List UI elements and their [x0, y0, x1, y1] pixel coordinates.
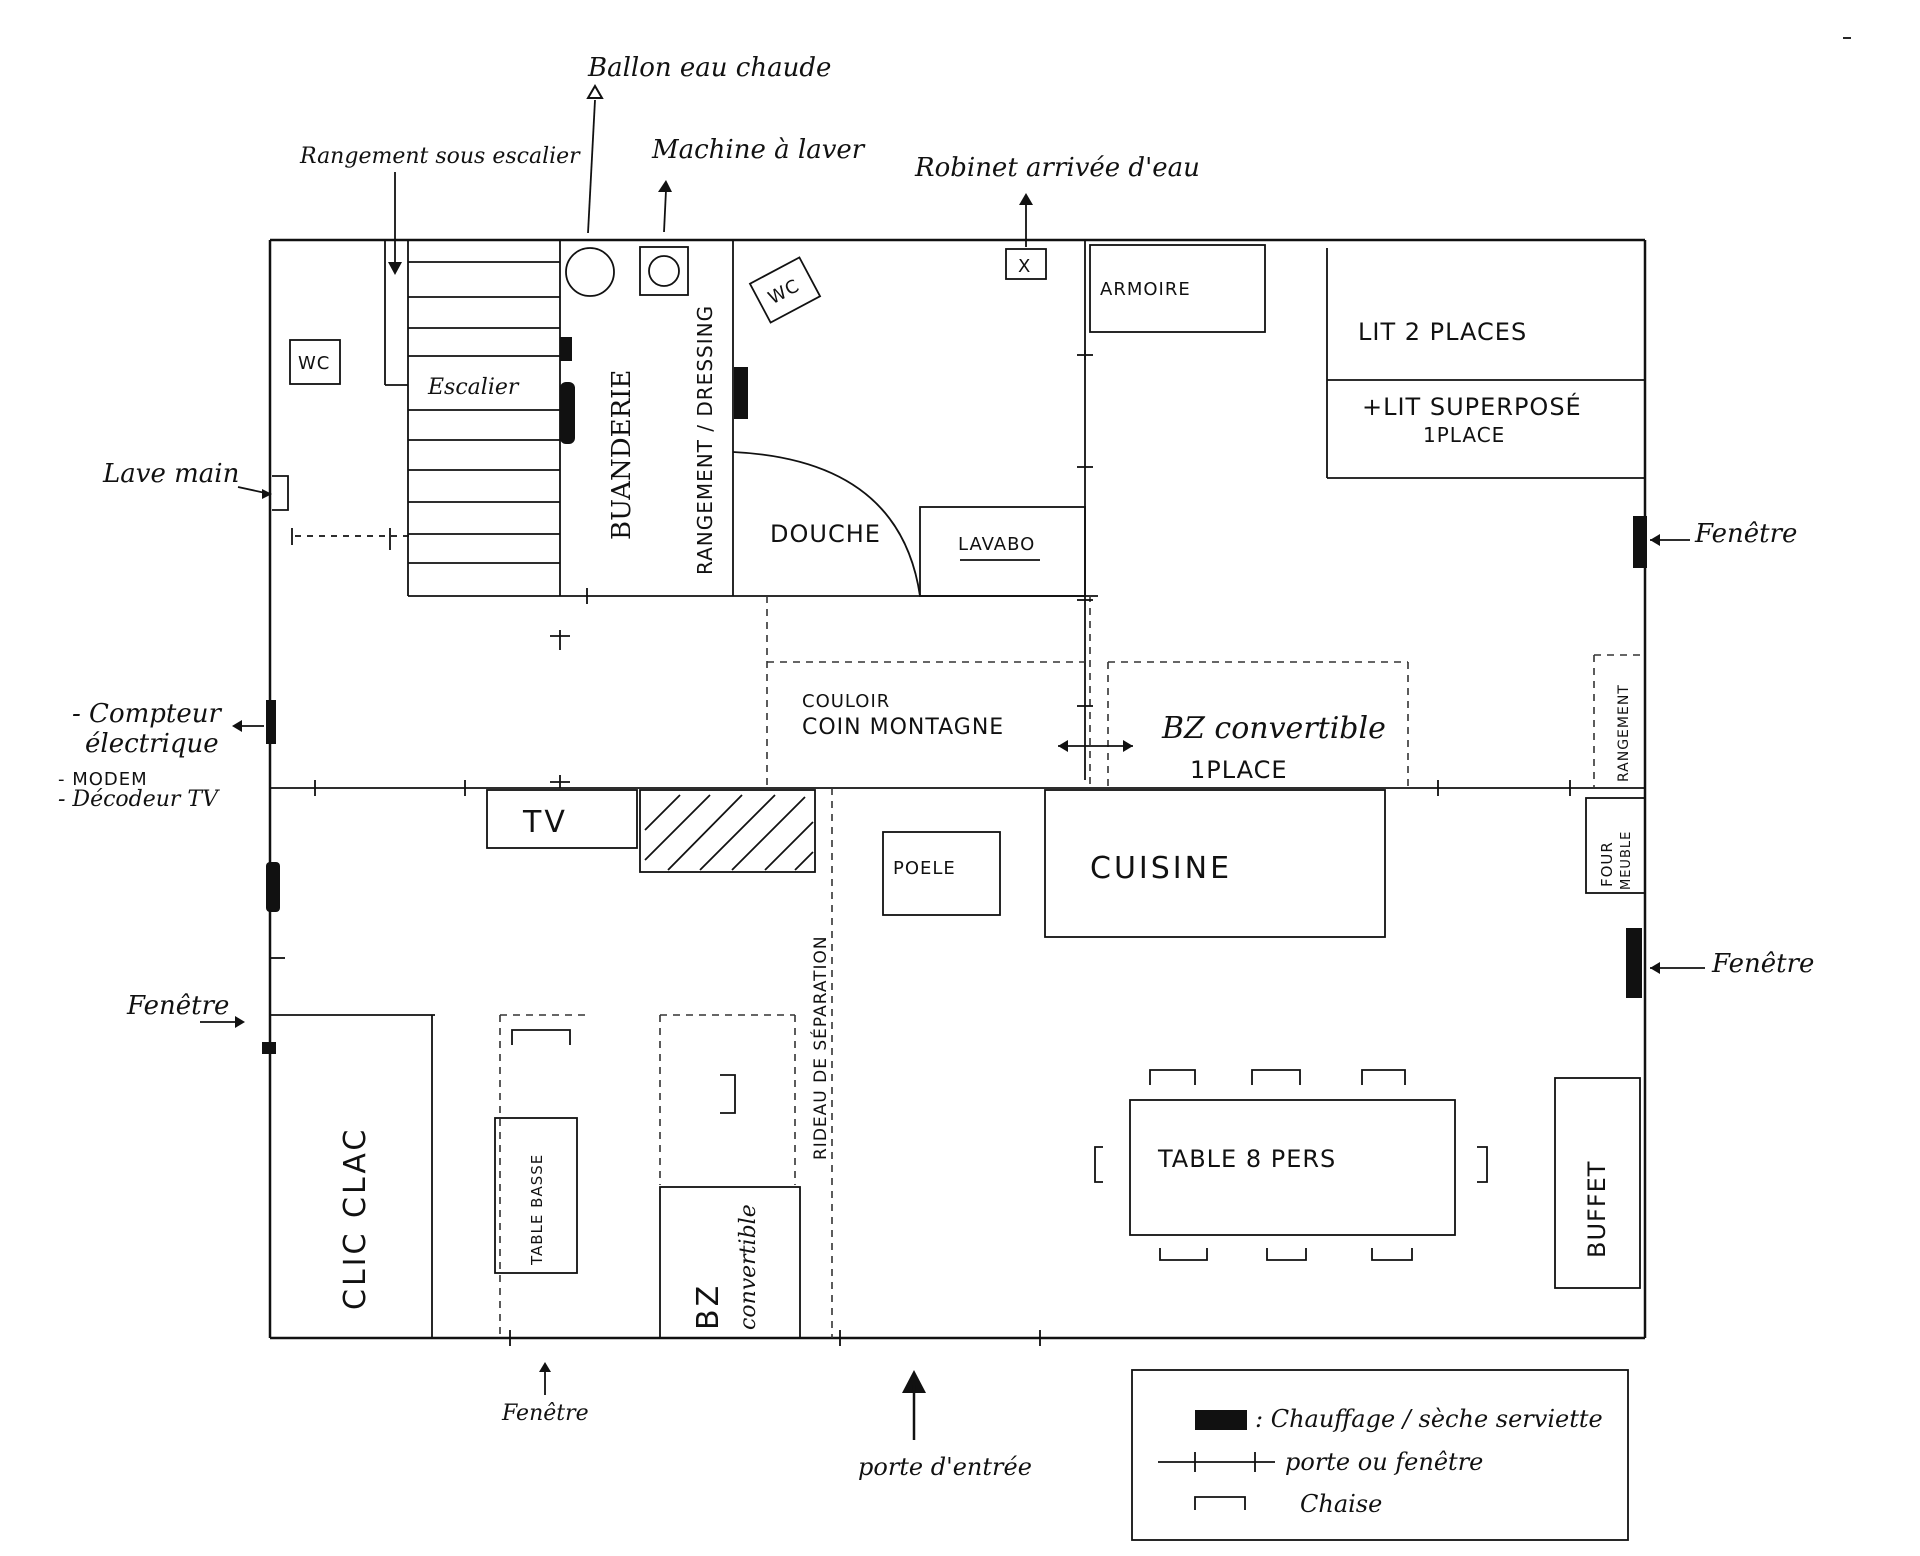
svg-text:BZ: BZ [691, 1283, 726, 1330]
wc-right: WC [748, 256, 822, 324]
wardrobe: ARMOIRE [1089, 244, 1266, 333]
oven-cabinet: FOUR MEUBLE [1585, 797, 1646, 894]
svg-text:- Décodeur TV: - Décodeur TV [58, 787, 220, 812]
lit-sup-label: +LIT SUPERPOSÉ [1362, 392, 1582, 421]
svg-text:X: X [1018, 256, 1031, 277]
legend-door-label: porte ou fenêtre [1285, 1448, 1483, 1476]
buffet: BUFFET [1554, 1077, 1641, 1289]
staircase: Escalier [408, 261, 560, 564]
heater-buanderie-top [560, 337, 572, 361]
coffee-table: TABLE BASSE [494, 1029, 578, 1274]
stove: POELE [882, 831, 1001, 916]
svg-text:ARMOIRE: ARMOIRE [1100, 279, 1191, 300]
entrance-door: porte d'entrée [858, 1370, 1032, 1481]
legend-heat-swatch [1195, 1410, 1247, 1430]
svg-text:porte d'entrée: porte d'entrée [858, 1453, 1032, 1481]
heater-dressing [734, 367, 748, 419]
svg-text:WC: WC [765, 275, 803, 309]
sink: LAVABO [919, 506, 1086, 597]
svg-text:CUISINE: CUISINE [1090, 851, 1232, 886]
legend-chair-swatch [1194, 1496, 1246, 1510]
door-ticks [270, 350, 1571, 1346]
bz-convertible-1place: BZ convertible 1PLACE [1161, 711, 1386, 784]
svg-text:BUFFET: BUFFET [1583, 1161, 1611, 1258]
chair-bz [720, 1074, 736, 1114]
heater-left [266, 862, 280, 912]
svg-text:- MODEM: - MODEM [58, 769, 148, 790]
svg-text:TV: TV [522, 805, 568, 840]
lit2-label: LIT 2 PLACES [1358, 318, 1527, 346]
svg-text:WC: WC [298, 353, 330, 374]
rangement-right-label: RANGEMENT [1616, 684, 1632, 782]
svg-text:Fenêtre: Fenêtre [1694, 519, 1797, 549]
heater-left-bottom [262, 1042, 276, 1054]
svg-text:Fenêtre: Fenêtre [126, 991, 229, 1021]
svg-text:1PLACE: 1PLACE [1190, 756, 1288, 784]
lave-main-label: Lave main [102, 459, 239, 489]
heater-buanderie [560, 382, 575, 444]
hatched-block [639, 789, 816, 873]
lavabo-label: LAVABO [958, 534, 1035, 555]
heaters [262, 337, 1647, 1054]
tv: TV [486, 789, 638, 849]
svg-text:BZ convertible: BZ convertible [1161, 711, 1386, 746]
kitchen: CUISINE [1044, 789, 1386, 938]
lit-sup-label-2: 1PLACE [1423, 423, 1505, 447]
heater-right-mid [1626, 928, 1642, 998]
svg-text:- Compteur: - Compteur [72, 699, 222, 729]
beds: LIT 2 PLACES +LIT SUPERPOSÉ 1PLACE [1326, 248, 1645, 479]
dashed-separations [499, 595, 1645, 1338]
electric-meter: - Compteur électrique - MODEM - Décodeur… [58, 699, 264, 812]
wc-left: WC [289, 339, 341, 385]
rangement-dressing-label: RANGEMENT / DRESSING [693, 305, 717, 575]
svg-text:MEUBLE: MEUBLE [1619, 831, 1634, 890]
arrow-rangement-head [388, 262, 402, 275]
svg-text:TABLE 8 PERS: TABLE 8 PERS [1157, 1145, 1336, 1173]
corridor: COULOIR COIN MONTAGNE [802, 691, 1133, 752]
window-left: Fenêtre [126, 991, 245, 1028]
washing-machine: Machine à laver [639, 135, 866, 296]
heater-compteur [266, 700, 276, 744]
svg-text:COIN MONTAGNE: COIN MONTAGNE [802, 715, 1004, 740]
window-bottom: Fenêtre [501, 1362, 589, 1426]
svg-text:Fenêtre: Fenêtre [1711, 949, 1814, 979]
water-heater: Ballon eau chaude [565, 53, 831, 297]
legend-heat-label: : Chauffage / sèche serviette [1255, 1405, 1603, 1433]
svg-text:électrique: électrique [85, 729, 219, 759]
svg-text:convertible: convertible [736, 1204, 761, 1330]
douche-label: DOUCHE [770, 520, 881, 548]
escalier-label: Escalier [427, 375, 520, 400]
bz-convertible: BZ convertible [659, 1186, 801, 1339]
legend: : Chauffage / sèche serviette porte ou f… [1131, 1369, 1629, 1541]
svg-text:Fenêtre: Fenêtre [501, 1401, 589, 1426]
svg-text:FOUR: FOUR [1598, 841, 1616, 887]
shower: DOUCHE [732, 451, 921, 597]
svg-text:COULOIR: COULOIR [802, 691, 890, 712]
machine-label: Machine à laver [651, 135, 866, 165]
legend-chair-label: Chaise [1300, 1490, 1382, 1518]
outer-walls [268, 238, 1647, 1340]
heater-right-top [1633, 516, 1647, 568]
window-right-mid: Fenêtre [1650, 949, 1814, 979]
buanderie-label: BUANDERIE [607, 370, 637, 540]
ballon-label: Ballon eau chaude [587, 53, 831, 83]
svg-text:TABLE BASSE: TABLE BASSE [528, 1154, 546, 1266]
water-tap: Robinet arrivée d'eau X [914, 153, 1200, 280]
window-right-top: Fenêtre [1650, 519, 1797, 549]
rideau-label: RIDEAU DE SÉPARATION [809, 935, 831, 1160]
svg-text:POELE: POELE [893, 858, 956, 879]
rangement-escalier-label: Rangement sous escalier [299, 144, 581, 169]
lave-main: Lave main [102, 459, 289, 511]
robinet-label: Robinet arrivée d'eau [914, 153, 1200, 183]
dining-table: TABLE 8 PERS [1094, 1069, 1488, 1261]
clic-clac-label: CLIC CLAC [338, 1127, 373, 1310]
